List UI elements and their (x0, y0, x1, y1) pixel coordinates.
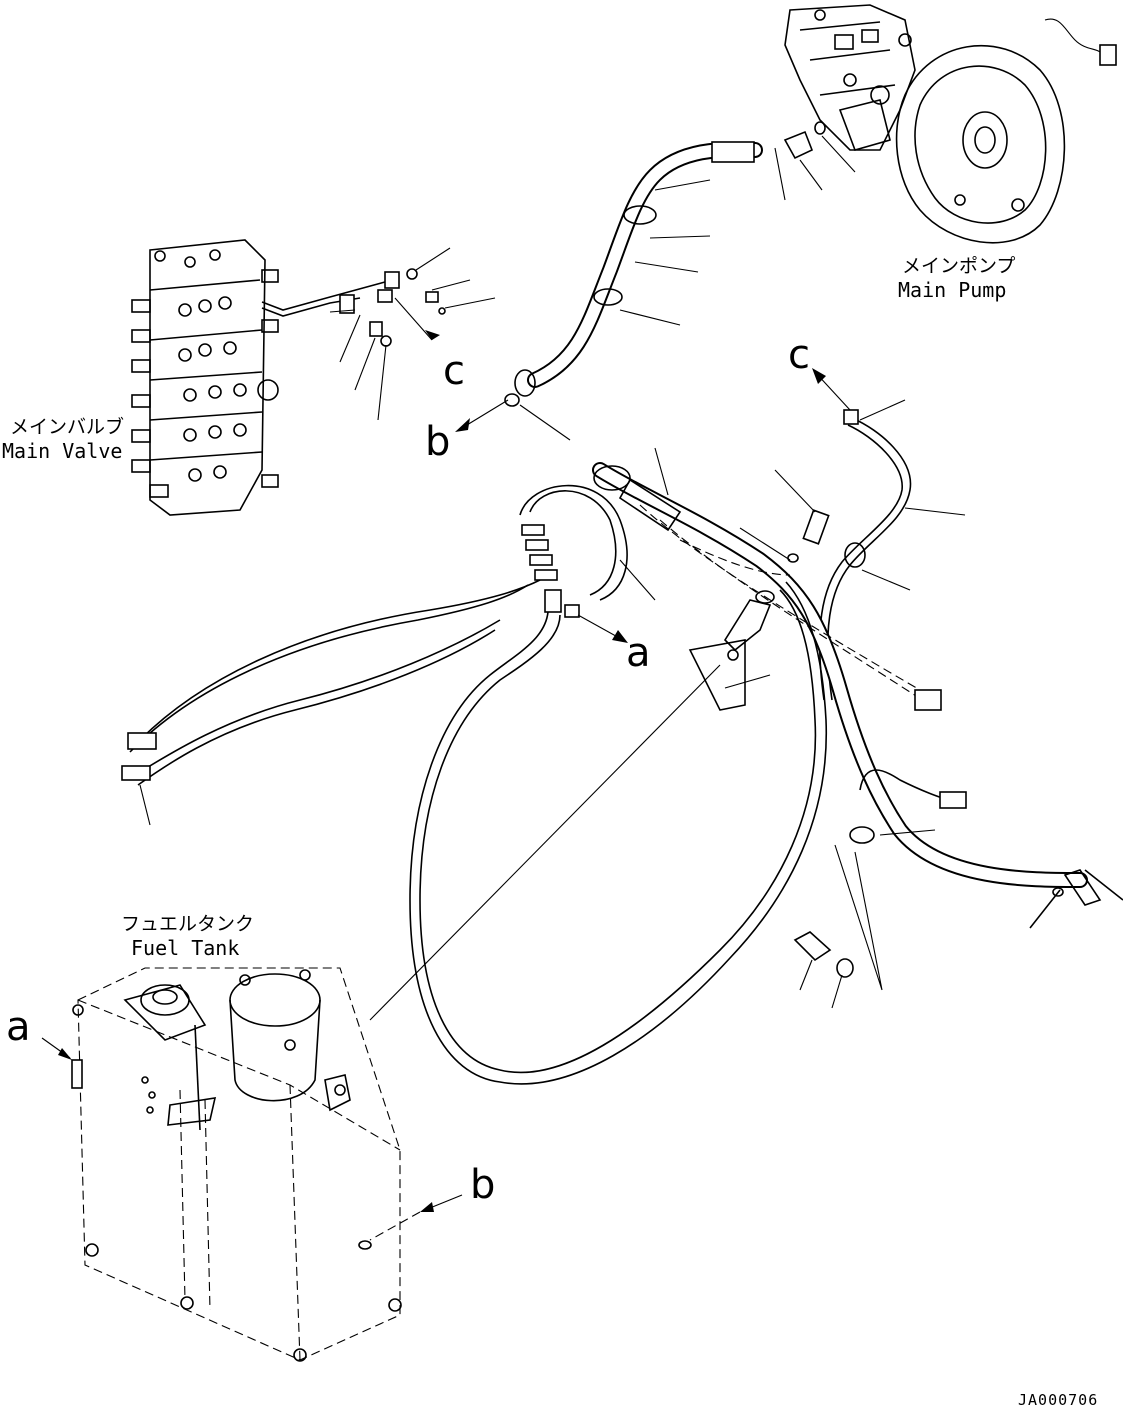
marker-b-tank: b (470, 1162, 495, 1208)
fuel-tank-label-jp: フュエルタンク (121, 913, 254, 935)
drain-hoses (121, 399, 1123, 1085)
main-valve-label-en: Main Valve (2, 439, 122, 463)
drawing-code: JA000706 (1018, 1391, 1098, 1409)
main-valve (131, 239, 386, 516)
fuel-tank (71, 967, 402, 1362)
main-pump-label-en: Main Pump (898, 278, 1006, 302)
fuel-tank-label-en: Fuel Tank (131, 936, 239, 960)
marker-a-tank: a (6, 1004, 31, 1050)
main-valve-label-jp: メインバルブ (10, 415, 124, 438)
marker-c-pump: c (788, 332, 810, 378)
main-pump-label-jp: メインポンプ (902, 255, 1015, 277)
valve-fittings (329, 247, 496, 421)
marker-b-hose: b (425, 419, 450, 465)
marker-a-hose: a (626, 630, 651, 676)
bolt-washer (793, 844, 883, 1009)
marker-c-valve: c (443, 348, 465, 394)
main-pump (774, 4, 1117, 244)
suction-hose (504, 141, 763, 441)
